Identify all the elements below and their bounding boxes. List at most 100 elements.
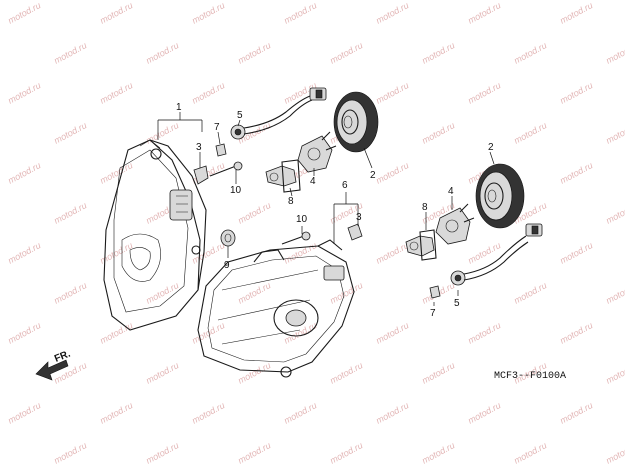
watermark-text: motod.ru bbox=[512, 440, 548, 466]
callout-2-upper: 2 bbox=[370, 170, 376, 181]
direction-label: FR. bbox=[53, 348, 72, 364]
callout-10-front: 10 bbox=[296, 214, 308, 225]
watermark-text: motod.ru bbox=[420, 360, 456, 386]
watermark-text: motod.ru bbox=[6, 160, 42, 186]
watermark-text: motod.ru bbox=[328, 280, 364, 306]
callout-5-upper: 5 bbox=[237, 110, 243, 121]
leader-lines bbox=[157, 112, 495, 306]
callout-4-upper: 4 bbox=[310, 176, 316, 187]
watermark-text: motod.ru bbox=[236, 440, 272, 466]
watermark-text: motod.ru bbox=[6, 400, 42, 426]
watermark-text: motod.ru bbox=[52, 120, 88, 146]
watermark-text: motod.ru bbox=[236, 360, 272, 386]
watermark-text: motod.ru bbox=[98, 240, 134, 266]
bolt-part-10-left bbox=[209, 161, 243, 177]
watermark-text: motod.ru bbox=[144, 40, 180, 66]
socket-harness-part-5-upper bbox=[230, 87, 327, 140]
callout-10-left: 10 bbox=[230, 185, 242, 196]
dust-cover-part-2-lower bbox=[475, 163, 525, 229]
bolt-part-10-front bbox=[281, 231, 311, 245]
watermark-text: motod.ru bbox=[144, 120, 180, 146]
watermark-text: motod.ru bbox=[374, 400, 410, 426]
watermark-text: motod.ru bbox=[190, 320, 226, 346]
watermark-text: motod.ru bbox=[374, 80, 410, 106]
callout-4-lower: 4 bbox=[448, 186, 454, 197]
dust-cover-part-2-upper bbox=[333, 91, 379, 153]
clip-part-3-upper bbox=[193, 165, 209, 185]
callout-5-lower: 5 bbox=[454, 298, 460, 309]
watermark-text: motod.ru bbox=[190, 80, 226, 106]
watermark-text: motod.ru bbox=[98, 160, 134, 186]
watermark-text: motod.ru bbox=[374, 160, 410, 186]
watermark-text: motod.ru bbox=[236, 280, 272, 306]
headlight-bulb-part-8-upper bbox=[265, 159, 301, 193]
watermark-text: motod.ru bbox=[52, 200, 88, 226]
callout-3-upper: 3 bbox=[196, 142, 202, 153]
watermark-text: motod.ru bbox=[512, 40, 548, 66]
watermark-text: motod.ru bbox=[144, 360, 180, 386]
callout-3-front: 3 bbox=[356, 212, 362, 223]
bulb-holder-part-4-upper bbox=[297, 131, 337, 173]
position-bulb-part-7-lower bbox=[429, 285, 441, 299]
direction-arrow-icon bbox=[35, 359, 69, 381]
watermark-text: motod.ru bbox=[282, 0, 318, 26]
watermark-text: motod.ru bbox=[558, 320, 594, 346]
callout-9: 9 bbox=[224, 260, 230, 271]
watermark-text: motod.ru bbox=[374, 0, 410, 26]
watermark-text: motod.ru bbox=[466, 240, 502, 266]
watermark-text: motod.ru bbox=[6, 80, 42, 106]
watermark-text: motod.ru bbox=[558, 80, 594, 106]
watermark-text: motod.ru bbox=[98, 80, 134, 106]
watermark-text: motod.ru bbox=[558, 400, 594, 426]
callout-8-upper: 8 bbox=[288, 196, 294, 207]
watermark-text: motod.ru bbox=[558, 0, 594, 26]
headlight-unit-front bbox=[197, 239, 355, 378]
watermark-text: motod.ru bbox=[6, 0, 42, 26]
watermark-text: motod.ru bbox=[374, 320, 410, 346]
headlight-housing-rear bbox=[103, 139, 207, 331]
watermark-text: motod.ru bbox=[512, 280, 548, 306]
watermark-text: motod.ru bbox=[52, 40, 88, 66]
watermark-text: motod.ru bbox=[466, 80, 502, 106]
watermark-text: motod.ru bbox=[190, 400, 226, 426]
socket-harness-part-5-lower bbox=[450, 223, 543, 286]
watermark-text: motod.ru bbox=[144, 280, 180, 306]
watermark-text: motod.ru bbox=[604, 280, 625, 306]
watermark-text: motod.ru bbox=[604, 200, 625, 226]
watermark-text: motod.ru bbox=[374, 240, 410, 266]
watermark-text: motod.ru bbox=[604, 360, 625, 386]
grommet-part-9 bbox=[220, 229, 236, 247]
watermark-text: motod.ru bbox=[328, 40, 364, 66]
watermark-text: motod.ru bbox=[512, 120, 548, 146]
watermark-text: motod.ru bbox=[604, 120, 625, 146]
watermark-text: motod.ru bbox=[328, 440, 364, 466]
position-bulb-part-7 bbox=[215, 143, 227, 157]
callout-2-lower: 2 bbox=[488, 142, 494, 153]
watermark-text: motod.ru bbox=[190, 240, 226, 266]
watermark-text: motod.ru bbox=[236, 200, 272, 226]
watermark-text: motod.ru bbox=[236, 40, 272, 66]
callout-labels: 1 3 7 5 10 9 8 4 2 6 10 3 2 4 8 5 7 bbox=[176, 102, 494, 319]
callout-8-lower: 8 bbox=[422, 202, 428, 213]
clip-part-3-front bbox=[347, 223, 363, 241]
watermark-text: motod.ru bbox=[98, 320, 134, 346]
watermark-text: motod.ru bbox=[52, 440, 88, 466]
watermark-text: motod.ru bbox=[52, 280, 88, 306]
watermark-text: motod.ru bbox=[282, 400, 318, 426]
watermark-text: motod.ru bbox=[604, 440, 625, 466]
callout-7-upper: 7 bbox=[214, 122, 220, 133]
watermark-text: motod.ru bbox=[420, 440, 456, 466]
callout-7-lower: 7 bbox=[430, 308, 436, 319]
watermark-text: motod.ru bbox=[98, 0, 134, 26]
watermark-text: motod.ru bbox=[190, 0, 226, 26]
watermark-text: motod.ru bbox=[282, 240, 318, 266]
watermark-text: motod.ru bbox=[466, 400, 502, 426]
callout-6: 6 bbox=[342, 180, 348, 191]
bulb-holder-part-4-lower bbox=[435, 203, 475, 245]
headlight-bulb-part-8-lower bbox=[405, 229, 437, 261]
watermark-text: motod.ru bbox=[466, 320, 502, 346]
watermark-text: motod.ru bbox=[604, 40, 625, 66]
watermark-text: motod.ru bbox=[6, 240, 42, 266]
